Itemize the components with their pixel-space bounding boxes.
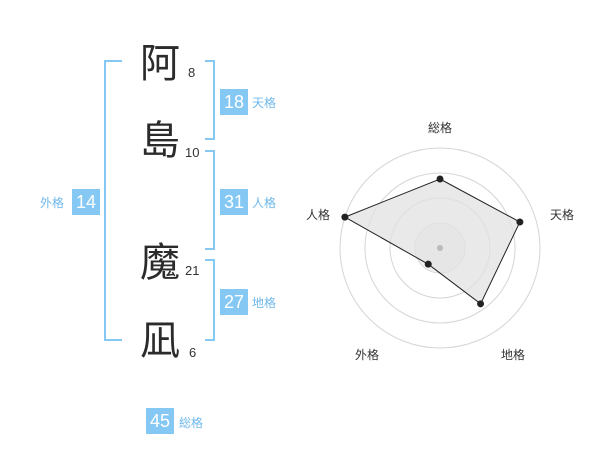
soukaku-label: 総格 <box>179 416 204 430</box>
name-char-4-strokes: 6 <box>189 345 197 360</box>
jinkaku-bracket <box>205 150 215 250</box>
chikaku-bracket <box>205 259 215 341</box>
name-char-2-strokes: 10 <box>185 145 200 160</box>
chikaku-label: 地格 <box>252 296 277 310</box>
name-char-3-strokes: 21 <box>185 263 200 278</box>
radar-axis-label: 総格 <box>428 121 453 135</box>
radar-point <box>424 260 432 268</box>
name-char-2: 島 <box>140 118 180 164</box>
radar-axis-label: 外格 <box>355 348 380 362</box>
chikaku-value: 27 <box>220 289 248 315</box>
gaikaku-value: 14 <box>72 189 100 215</box>
radar-center <box>437 245 443 251</box>
tenkaku-value: 18 <box>220 89 248 115</box>
gaikaku-label: 外格 <box>40 196 65 210</box>
name-char-4: 凪 <box>140 318 180 364</box>
jinkaku-value: 31 <box>220 189 248 215</box>
name-char-1: 阿 <box>140 41 180 87</box>
radar-chart <box>339 147 541 349</box>
radar-axis-label: 人格 <box>306 208 331 222</box>
radar-point <box>477 300 485 308</box>
tenkaku-label: 天格 <box>252 96 277 110</box>
radar-polygon <box>343 178 521 305</box>
radar-point <box>341 213 349 221</box>
name-char-1-strokes: 8 <box>188 65 196 80</box>
radar-axis-label: 天格 <box>550 208 575 222</box>
name-char-3: 魔 <box>140 240 180 286</box>
jinkaku-label: 人格 <box>252 196 277 210</box>
gaikaku-bracket <box>104 60 122 341</box>
radar-axis-label: 地格 <box>501 348 526 362</box>
radar-point <box>436 175 444 183</box>
soukaku-value: 45 <box>146 408 174 434</box>
radar-point <box>516 218 524 226</box>
tenkaku-bracket <box>205 60 215 140</box>
